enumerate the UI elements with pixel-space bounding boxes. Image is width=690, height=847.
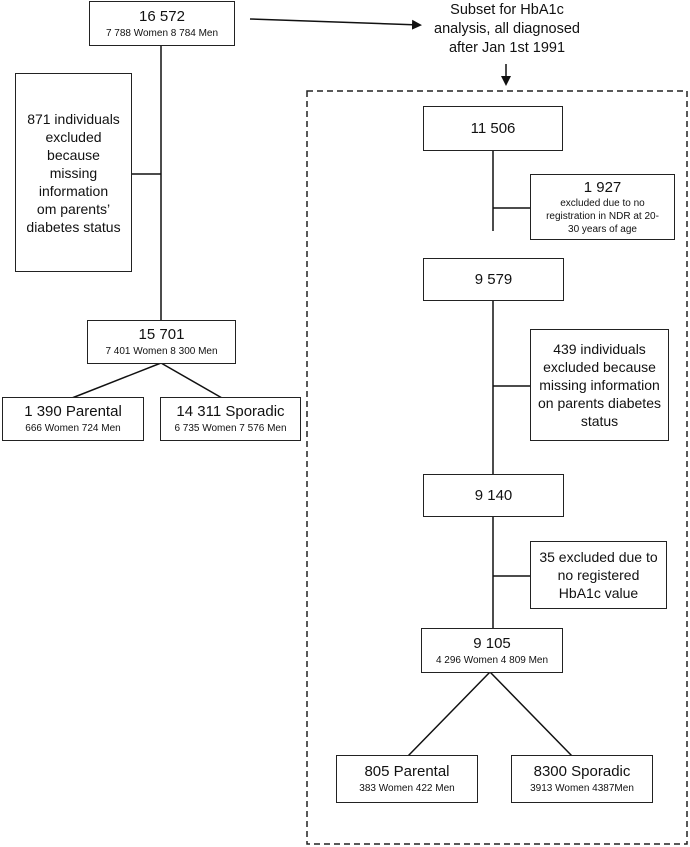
right-exclusion-2-line: status — [580, 413, 619, 429]
right-split-sporadic — [489, 671, 573, 757]
left-parental-count: 1 390 Parental — [24, 403, 122, 420]
right-exclusion-2-line: excluded because — [543, 359, 656, 375]
right-exclusion-box-3: 35 excluded due to no registered HbA1c v… — [530, 541, 667, 609]
right-exclusion-box-1: 1 927 excluded due to no registration in… — [530, 174, 675, 240]
right-sporadic-detail: 3913 Women 4387Men — [530, 783, 634, 794]
right-box-4-count: 9 105 — [473, 634, 511, 652]
right-exclusion-1-line: excluded due to no — [560, 197, 645, 209]
right-box-4: 9 105 4 296 Women 4 809 Men — [421, 628, 563, 673]
arrow-to-subset — [249, 18, 422, 30]
left-sporadic-count: 14 311 Sporadic — [176, 403, 285, 420]
right-parental-box: 805 Parental 383 Women 422 Men — [336, 755, 478, 803]
right-exclusion-1-detail: excluded due to no registration in NDR a… — [546, 197, 659, 236]
left-eligible-detail: 7 401 Women 8 300 Men — [105, 346, 218, 357]
right-parental-detail: 383 Women 422 Men — [359, 783, 455, 794]
subset-label: Subset for HbA1c analysis, all diagnosed… — [418, 1, 596, 58]
right-box-1-count: 11 506 — [470, 120, 516, 137]
subset-dashed-frame — [306, 90, 688, 845]
left-exclusion-line: because — [47, 146, 100, 163]
right-sporadic-count: 8300 Sporadic — [533, 763, 631, 780]
left-exclusion-line: information — [38, 182, 109, 199]
subset-label-line: analysis, all diagnosed — [434, 21, 580, 37]
left-exclusion-line: missing — [49, 164, 98, 181]
right-box-4-detail: 4 296 Women 4 809 Men — [435, 654, 549, 666]
left-total-box: 16 572 7 788 Women 8 784 Men — [89, 1, 235, 46]
right-box-1: 11 506 — [423, 106, 563, 151]
right-box-2: 9 579 — [423, 258, 564, 301]
right-exclusion-1-count: 1 927 — [583, 178, 622, 196]
right-exclusion-3-line: 35 excluded due to — [539, 549, 658, 565]
left-total-count: 16 572 — [139, 7, 185, 25]
left-exclusion-line: diabetes status — [26, 218, 121, 235]
left-exclusion-line: 871 individuals — [27, 110, 120, 127]
left-sporadic-box: 14 311 Sporadic 6 735 Women 7 576 Men — [160, 397, 301, 441]
right-split-parental — [407, 671, 491, 757]
right-box-2-count: 9 579 — [474, 271, 513, 288]
left-eligible-box: 15 701 7 401 Women 8 300 Men — [87, 320, 236, 364]
right-exclusion-3-line: no registered — [557, 567, 640, 583]
left-total-detail: 7 788 Women 8 784 Men — [105, 27, 219, 39]
left-exclusion-line: om parents’ — [36, 200, 111, 217]
right-box-3: 9 140 — [423, 474, 564, 517]
left-exclusion-line: excluded — [45, 128, 102, 145]
left-split-parental — [71, 362, 162, 399]
right-exclusion-2-line: missing information — [539, 377, 660, 393]
subset-label-line: after Jan 1st 1991 — [448, 40, 566, 56]
right-parental-count: 805 Parental — [364, 763, 450, 780]
right-exclusion-2-line: on parents diabetes — [538, 395, 661, 411]
left-eligible-count: 15 701 — [138, 326, 185, 343]
left-exclusion-box: 871 individuals excluded because missing… — [15, 73, 132, 272]
subset-label-line: Subset for HbA1c — [450, 2, 564, 18]
left-parental-box: 1 390 Parental 666 Women 724 Men — [2, 397, 144, 441]
left-split-sporadic — [160, 362, 223, 399]
left-sporadic-detail: 6 735 Women 7 576 Men — [174, 423, 287, 434]
right-sporadic-box: 8300 Sporadic 3913 Women 4387Men — [511, 755, 653, 803]
right-exclusion-1-line: registration in NDR at 20- — [546, 210, 659, 222]
left-parental-detail: 666 Women 724 Men — [25, 423, 121, 434]
right-exclusion-3-line: HbA1c value — [558, 585, 639, 601]
right-exclusion-box-2: 439 individuals excluded because missing… — [530, 329, 669, 441]
right-exclusion-2-line: 439 individuals — [553, 341, 646, 357]
right-exclusion-1-line: 30 years of age — [568, 223, 637, 235]
right-box-3-count: 9 140 — [474, 487, 513, 504]
